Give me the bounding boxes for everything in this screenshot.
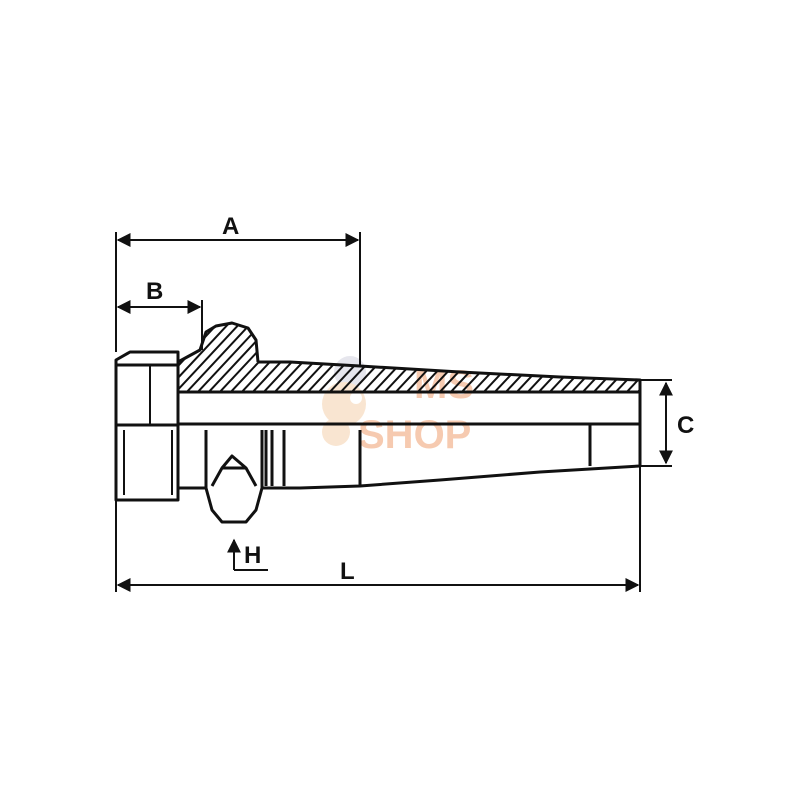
dim-a-label: A xyxy=(222,213,239,240)
hatch-line xyxy=(227,323,299,392)
watermark-text-shop: SHOP xyxy=(358,413,471,457)
bore xyxy=(178,390,642,426)
hatch-line xyxy=(260,323,332,392)
dim-l-label: L xyxy=(340,558,355,585)
dimension-b: B xyxy=(116,278,203,350)
hatch-line xyxy=(657,320,727,395)
dim-b-label: B xyxy=(146,278,163,305)
hatch-line xyxy=(480,323,552,392)
hatch-line xyxy=(469,323,541,392)
hatch-line xyxy=(513,323,585,392)
hatch-line xyxy=(535,323,607,392)
hatch-line xyxy=(623,323,640,392)
hatch-line xyxy=(612,323,640,392)
hatch-line xyxy=(502,323,574,392)
hatch-line xyxy=(271,323,343,392)
hatch-line xyxy=(601,323,640,392)
collar-upper xyxy=(177,321,260,364)
hatch-line xyxy=(447,323,519,392)
hatch-line xyxy=(524,323,596,392)
hatch-line xyxy=(557,323,629,392)
dimension-h: H xyxy=(227,538,268,571)
hatch-line xyxy=(491,323,563,392)
hatch-line xyxy=(178,323,244,392)
hatch-line xyxy=(546,323,618,392)
hatch-line xyxy=(679,320,749,395)
hatch-line xyxy=(668,320,738,395)
dim-c-label: C xyxy=(677,412,694,439)
hatch-line xyxy=(590,323,640,392)
hatch-line xyxy=(183,323,255,392)
dimension-a: A xyxy=(115,213,361,366)
hatch-line xyxy=(205,323,277,392)
hatch-line xyxy=(690,320,760,395)
collar-hex-lower xyxy=(210,454,258,487)
hatch-line xyxy=(178,323,233,392)
dimension-l: L xyxy=(115,466,641,592)
hatch-line xyxy=(646,320,716,395)
hatch-line xyxy=(634,323,640,392)
hatch-line xyxy=(216,323,288,392)
hatch-line xyxy=(458,323,530,392)
hatch-line xyxy=(568,323,640,392)
hatch-line xyxy=(326,323,398,392)
hatch-line xyxy=(249,323,321,392)
dim-h-label: H xyxy=(244,542,261,569)
dimension-c: C xyxy=(640,379,694,467)
